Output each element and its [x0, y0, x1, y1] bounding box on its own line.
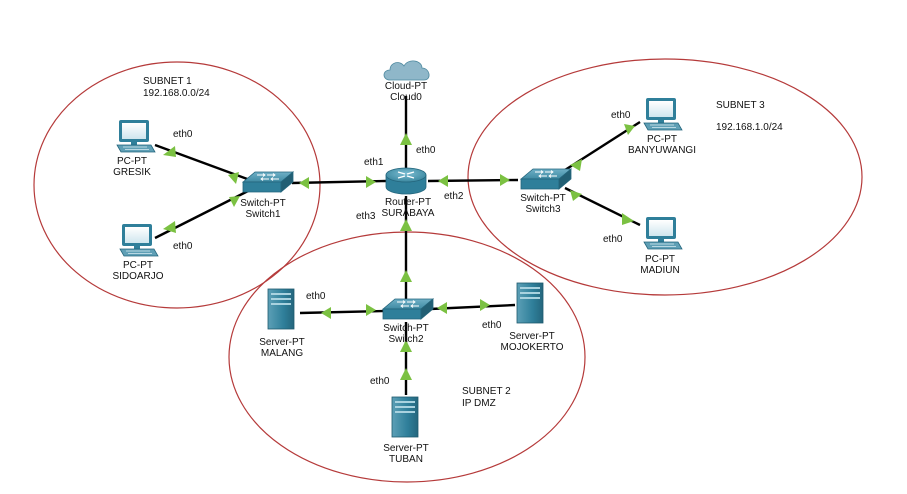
- port-label-gresik: eth0: [173, 129, 193, 140]
- port-indicator: [400, 133, 412, 145]
- subnet-3-title: SUBNET 3: [716, 100, 765, 111]
- pc-banyuwangi-device[interactable]: [643, 97, 683, 131]
- router-icon: [385, 167, 427, 195]
- pc-icon: [643, 97, 683, 131]
- port-indicator: [570, 190, 582, 201]
- port-indicators: [163, 124, 635, 380]
- port-label-router-cloud: eth0: [416, 145, 436, 156]
- port-indicator: [400, 270, 412, 282]
- port-label-tuban: eth0: [370, 376, 390, 387]
- server-malang-device[interactable]: [267, 288, 295, 330]
- port-label-mojokerto: eth0: [482, 320, 502, 331]
- pc-icon: [119, 223, 159, 257]
- cloud-device[interactable]: [383, 60, 430, 81]
- server-icon: [391, 396, 419, 438]
- router-name-label: SURABAYA: [382, 208, 435, 219]
- tuban-type-label: Server-PT: [383, 443, 429, 454]
- subnet-3-ip: 192.168.1.0/24: [716, 122, 783, 133]
- switch3-type-label: Switch-PT: [520, 193, 566, 204]
- switch2-type-label: Switch-PT: [383, 323, 429, 334]
- port-label-router-switch2: eth3: [356, 211, 376, 222]
- port-indicator: [163, 146, 176, 157]
- cloud-type-label: Cloud-PT: [385, 81, 427, 92]
- banyuwangi-name-label: BANYUWANGI: [628, 145, 696, 156]
- switch1-device[interactable]: [242, 171, 294, 193]
- port-indicator: [400, 219, 412, 231]
- port-indicator: [480, 299, 490, 311]
- port-indicator: [624, 124, 635, 135]
- port-indicator: [500, 174, 510, 186]
- banyuwangi-type-label: PC-PT: [647, 134, 677, 145]
- madiun-name-label: MADIUN: [640, 265, 679, 276]
- subnet-1-title: SUBNET 1: [143, 76, 192, 87]
- port-indicator: [437, 302, 447, 314]
- subnet-2-ip: IP DMZ: [462, 398, 496, 409]
- sidoarjo-name-label: SIDOARJO: [112, 271, 163, 282]
- server-icon: [267, 288, 295, 330]
- subnet-1-ip: 192.168.0.0/24: [143, 88, 210, 99]
- port-label-malang: eth0: [306, 291, 326, 302]
- port-label-sidoarjo: eth0: [173, 241, 193, 252]
- switch-icon: [382, 298, 434, 320]
- port-indicator: [299, 177, 309, 189]
- switch1-type-label: Switch-PT: [240, 198, 286, 209]
- mojokerto-type-label: Server-PT: [509, 331, 555, 342]
- server-tuban-device[interactable]: [391, 396, 419, 438]
- port-indicator: [366, 304, 376, 316]
- malang-type-label: Server-PT: [259, 337, 305, 348]
- pc-sidoarjo-device[interactable]: [119, 223, 159, 257]
- switch3-name-label: Switch3: [525, 204, 560, 215]
- pc-icon: [643, 216, 683, 250]
- port-indicator: [228, 172, 239, 184]
- madiun-type-label: PC-PT: [645, 254, 675, 265]
- subnet-1-boundary: [33, 61, 321, 309]
- switch1-name-label: Switch1: [245, 209, 280, 220]
- sidoarjo-type-label: PC-PT: [123, 260, 153, 271]
- router-device[interactable]: [385, 167, 427, 195]
- cloud-name-label: Cloud0: [390, 92, 422, 103]
- port-indicator: [570, 159, 582, 171]
- port-indicator: [400, 340, 412, 352]
- pc-gresik-device[interactable]: [116, 119, 156, 153]
- subnet-2-title: SUBNET 2: [462, 386, 511, 397]
- port-label-banyuwangi: eth0: [611, 110, 631, 121]
- pc-madiun-device[interactable]: [643, 216, 683, 250]
- switch-icon: [520, 168, 572, 190]
- mojokerto-name-label: MOJOKERTO: [501, 342, 564, 353]
- port-indicator: [366, 176, 376, 188]
- gresik-name-label: GRESIK: [113, 167, 151, 178]
- gresik-type-label: PC-PT: [117, 156, 147, 167]
- links: [154, 96, 641, 395]
- port-indicator: [622, 213, 634, 225]
- tuban-name-label: TUBAN: [389, 454, 423, 465]
- port-label-router-switch3: eth2: [444, 191, 464, 202]
- port-indicator: [321, 307, 331, 319]
- server-icon: [516, 282, 544, 324]
- switch2-device[interactable]: [382, 298, 434, 320]
- cloud-icon: [383, 60, 430, 81]
- subnet-3-boundary: [467, 58, 863, 296]
- switch3-device[interactable]: [520, 168, 572, 190]
- switch-icon: [242, 171, 294, 193]
- server-mojokerto-device[interactable]: [516, 282, 544, 324]
- pc-icon: [116, 119, 156, 153]
- router-type-label: Router-PT: [385, 197, 431, 208]
- switch2-name-label: Switch2: [388, 334, 423, 345]
- port-label-madiun: eth0: [603, 234, 623, 245]
- port-label-router-switch1: eth1: [364, 157, 384, 168]
- malang-name-label: MALANG: [261, 348, 303, 359]
- port-indicator: [229, 196, 240, 207]
- port-indicator: [438, 175, 448, 187]
- port-indicator: [400, 368, 412, 380]
- port-indicator: [163, 221, 176, 233]
